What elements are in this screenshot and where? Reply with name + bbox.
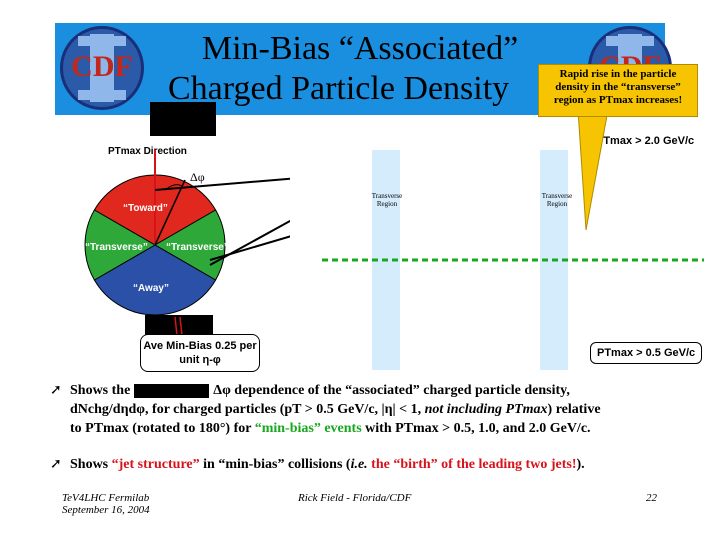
callout-pointer <box>577 110 609 231</box>
region-label-left: Transverse Region <box>371 192 403 208</box>
bullet1-line2-a: dNchg/dηdφ, for charged particles (pT > … <box>70 402 422 417</box>
bullet2-e: the “birth” of the leading two jets! <box>371 457 577 472</box>
ptmax-direction-diagram <box>84 150 290 355</box>
bullet-arrow-icon: ➚ <box>50 457 62 472</box>
bullet-2: ➚ Shows “jet structure” in “min-bias” col… <box>50 455 710 474</box>
bullet-1: ➚ Shows the Δφ dependence of the “associat… <box>50 381 710 438</box>
cdf-logo-left: CDF <box>60 26 144 110</box>
ptmax-high-label: PTmax > 2.0 GeV/c <box>596 135 695 147</box>
callout-note: Rapid rise in the particle density in th… <box>538 64 698 117</box>
footer-left-line1: TeV4LHC Fermilab <box>62 492 150 504</box>
footer-left: TeV4LHC Fermilab September 16, 2004 <box>62 492 150 516</box>
bullet1-line1-a: Shows the <box>70 383 131 398</box>
black-overlay-box <box>150 102 216 136</box>
ptmax-low-label: PTmax > 0.5 GeV/c <box>590 342 703 364</box>
slide-title-line2: Charged Particle Density <box>168 70 510 107</box>
footer-page-number: 22 <box>646 492 657 504</box>
away-label: “Away” <box>133 283 169 294</box>
bullet-arrow-icon: ➚ <box>50 383 62 398</box>
ptmax-direction-label: PTmax Direction <box>108 146 187 157</box>
bullet1-line2-b: not including PTmax <box>424 402 548 417</box>
slide-title-line1: Min-Bias “Associated” <box>201 30 519 67</box>
bullet1-line3-a: to PTmax (rotated to 180°) for <box>70 421 252 436</box>
footer-center: Rick Field - Florida/CDF <box>298 492 412 504</box>
transverse-right-label: “Transverse” <box>166 242 229 253</box>
bullet2-d: i.e. <box>350 457 368 472</box>
bullet2-b: “jet structure” <box>111 457 200 472</box>
density-plot-area <box>244 128 704 368</box>
black-overlay-inline <box>134 383 210 398</box>
bullet2-c: in “min-bias” collisions ( <box>203 457 351 472</box>
bullet2-a: Shows <box>70 457 109 472</box>
ave-min-bias-label: Ave Min-Bias 0.25 per unit η-φ <box>140 334 260 372</box>
toward-label: “Toward” <box>123 203 168 214</box>
bullet2-f: ). <box>576 457 585 472</box>
bullet1-line3-c: with PTmax > 0.5, 1.0, and 2.0 GeV/c. <box>365 421 591 436</box>
bullet1-line2-c: ) relative <box>547 402 601 417</box>
bullet1-line3-b: “min-bias” events <box>254 421 362 436</box>
transverse-left-label: “Transverse” <box>85 242 148 253</box>
footer-left-line2: September 16, 2004 <box>62 504 150 516</box>
cdf-logo-left-label: CDF <box>71 50 133 83</box>
delta-phi-label: Δφ <box>190 170 205 184</box>
region-label-right: Transverse Region <box>541 192 573 208</box>
bullet1-line1-b: Δφ dependence of the “associated” charge… <box>213 383 570 398</box>
ave-min-bias-line <box>322 258 704 262</box>
